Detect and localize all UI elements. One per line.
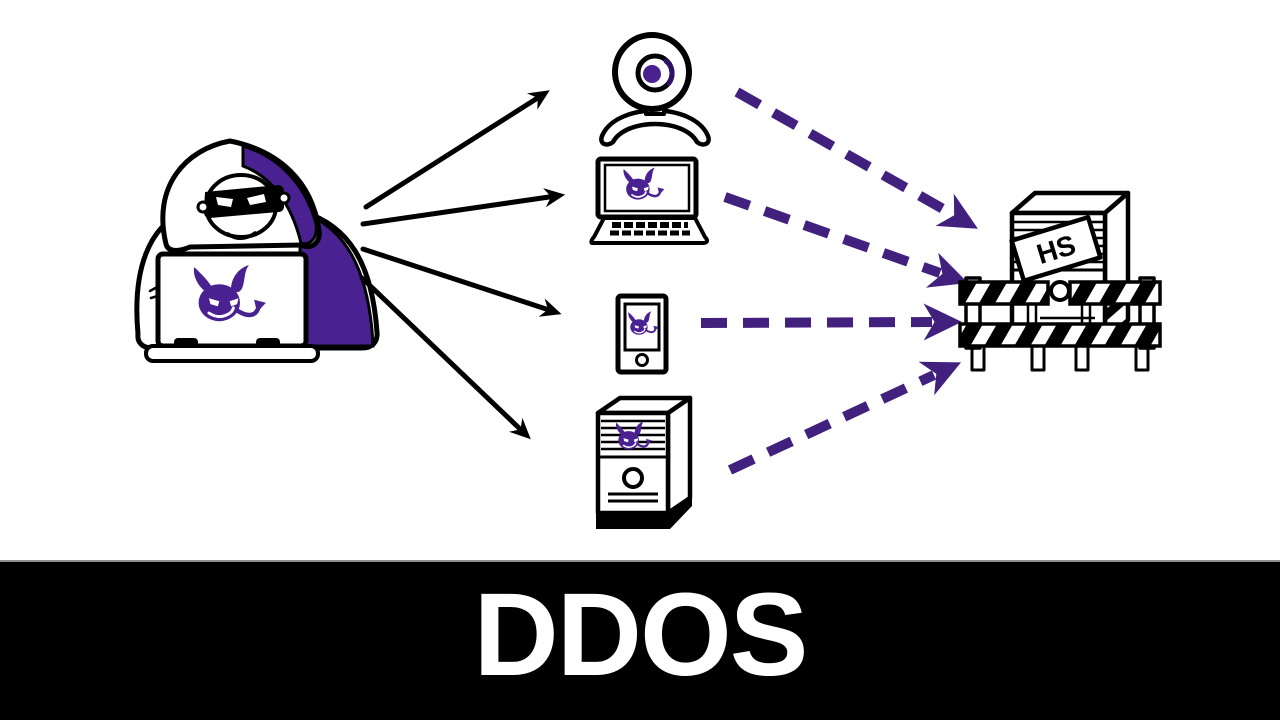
barricade-bar	[958, 280, 1050, 306]
attack-traffic-arrow	[734, 87, 978, 229]
smile	[226, 231, 257, 240]
command-arrow	[360, 246, 562, 317]
left-eye	[216, 197, 233, 207]
webcam-lens	[643, 65, 661, 83]
infected-smartphone-icon	[615, 293, 669, 375]
webcam-icon	[599, 32, 711, 147]
ddos-title: DDOS	[473, 569, 809, 701]
barricade-bar	[958, 322, 1162, 348]
hs-sign: HS	[1009, 214, 1103, 284]
command-arrow	[363, 90, 550, 210]
attack-traffic-arrow	[723, 192, 969, 288]
barricade-icon	[958, 276, 1162, 372]
barricade-bar	[1068, 280, 1162, 306]
target-server: HS	[958, 190, 1162, 372]
infected-laptop-icon	[589, 156, 710, 245]
hood-purple-half	[241, 143, 318, 246]
hoodie-purple-shoulder	[298, 212, 375, 348]
command-arrow	[360, 188, 566, 227]
infected-server-tower-icon	[595, 395, 693, 529]
attack-traffic-arrow	[700, 303, 962, 341]
command-arrow	[359, 275, 531, 440]
eye-mask-icon	[204, 185, 284, 218]
attack-arrows	[700, 87, 978, 475]
hacker-attacker	[134, 138, 380, 363]
diagram-canvas: HS	[134, 32, 1162, 529]
laptop-base	[144, 344, 320, 363]
right-eye	[247, 194, 266, 205]
command-arrows	[359, 90, 566, 440]
attack-traffic-arrow	[727, 361, 962, 475]
title-banner: DDOS	[0, 560, 1280, 720]
